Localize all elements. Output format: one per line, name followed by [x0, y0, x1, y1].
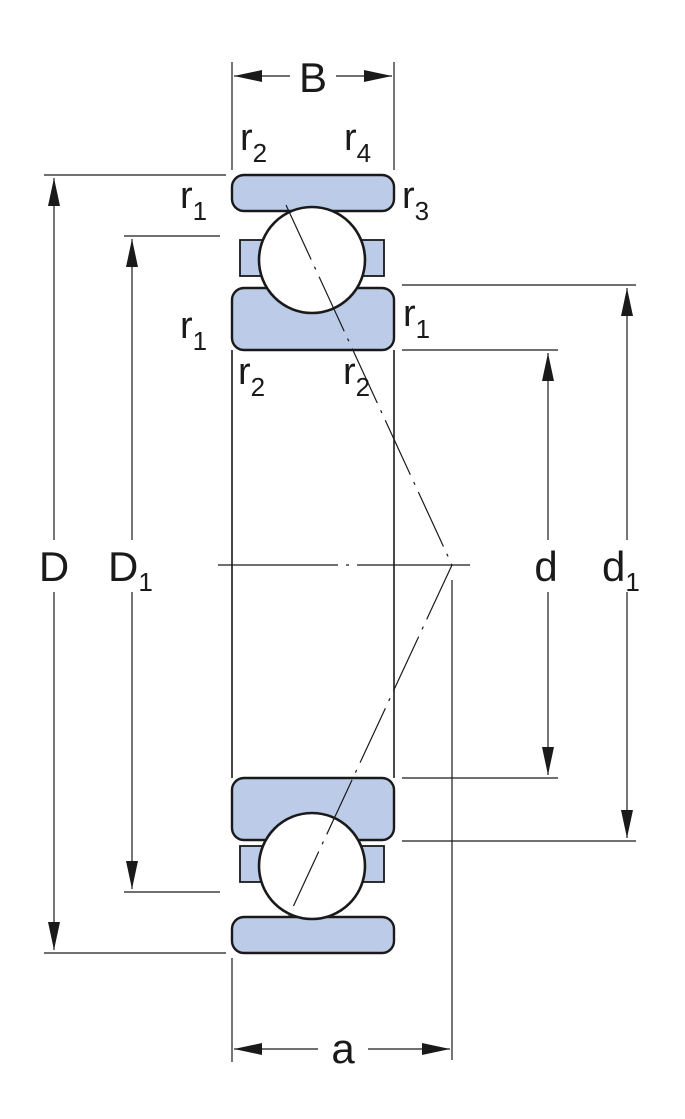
label-r-top-left: r2: [240, 117, 267, 168]
label-D1: D1: [108, 543, 153, 597]
dimension-D: [44, 174, 226, 954]
upper-outer-ring: [230, 173, 396, 213]
label-r-inner-right: r1: [403, 293, 430, 344]
upper-bearing-section: [230, 173, 396, 352]
label-D1-main: D: [108, 543, 138, 590]
lower-outer-ring: [230, 915, 396, 955]
label-D1-sub: 1: [138, 567, 152, 597]
dimension-B: [231, 62, 395, 170]
dimension-a: [231, 958, 450, 1062]
dimension-d1: [402, 284, 636, 842]
dimension-d: [402, 349, 558, 779]
label-r-bottom-left: r2: [238, 351, 265, 402]
lower-bearing-section: [230, 776, 396, 955]
label-d: d: [534, 543, 557, 590]
label-B: B: [299, 54, 327, 101]
upper-ball: [257, 205, 367, 315]
label-r-outer-left: r1: [180, 175, 207, 226]
label-a: a: [331, 1025, 355, 1072]
label-d1-main: d: [602, 543, 625, 590]
label-d1-sub: 1: [625, 567, 639, 597]
label-d1: d1: [602, 543, 640, 597]
label-r-bottom-right: r2: [343, 351, 370, 402]
label-r-inner-left: r1: [180, 305, 207, 356]
dimension-D1: [124, 235, 220, 893]
upper-contact-line: [285, 204, 453, 566]
label-r-top-right: r4: [344, 117, 371, 168]
label-r-outer-right: r3: [402, 175, 429, 226]
label-D: D: [39, 543, 69, 590]
lower-contact-line: [285, 564, 453, 923]
